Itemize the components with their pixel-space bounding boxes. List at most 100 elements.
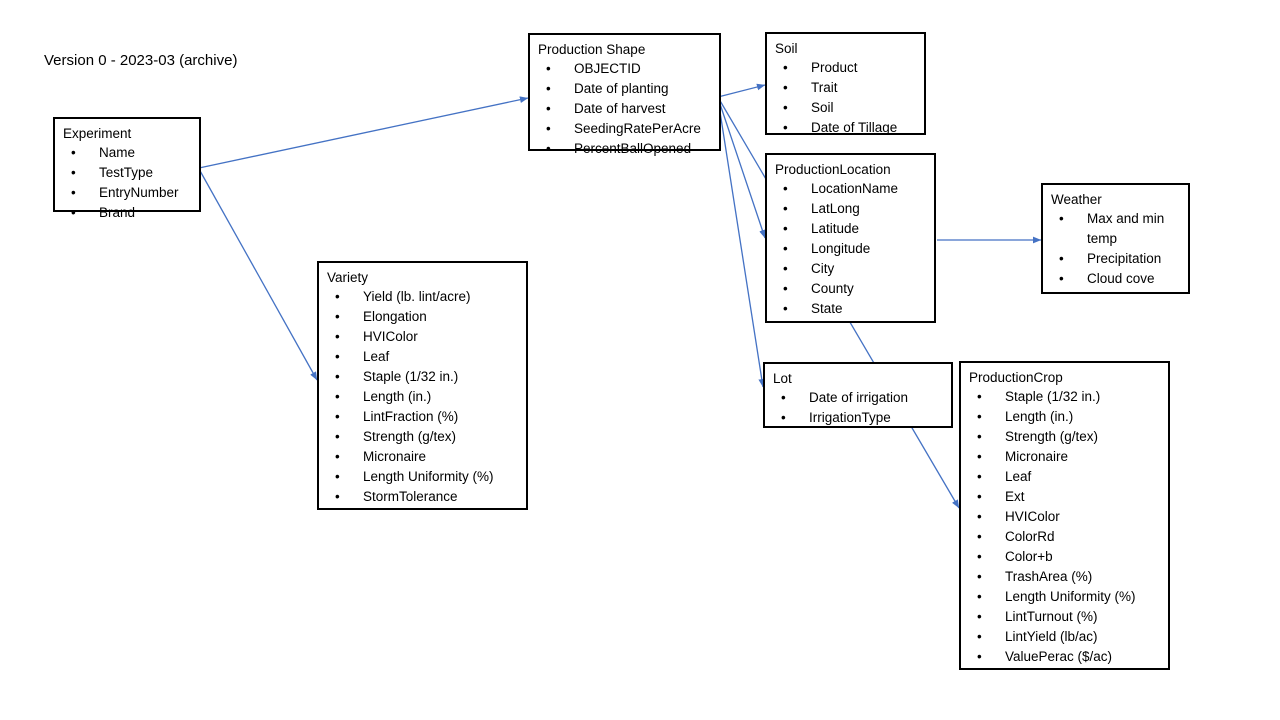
entity-field: • ColorRd (969, 527, 1162, 547)
field-label: Strength (g/tex) (1005, 429, 1099, 444)
bullet-icon: • (783, 201, 788, 216)
field-label: Trait (811, 80, 838, 95)
bullet-icon: • (71, 185, 76, 200)
field-label: Longitude (811, 241, 871, 256)
field-label: Date of planting (574, 81, 669, 96)
field-label: Leaf (363, 349, 390, 364)
field-label: Max and min temp (1087, 211, 1165, 246)
bullet-icon: • (546, 101, 551, 116)
field-label: Elongation (363, 309, 427, 324)
entity-field: •Leaf (327, 347, 520, 367)
field-label: City (811, 261, 835, 276)
entity-field: •TrashArea (%) (969, 567, 1162, 587)
entity-box-production-shape[interactable]: Production Shape •OBJECTID •Date of plan… (528, 33, 721, 156)
bullet-icon: • (335, 409, 340, 424)
field-label: OBJECTID (574, 61, 641, 76)
field-label: Product (811, 60, 858, 75)
bullet-icon: • (546, 121, 551, 136)
entity-field: •TestType (63, 163, 193, 183)
field-label: ColorRd (1005, 529, 1055, 544)
entity-box-production-location[interactable]: ProductionLocation •LocationName • LatLon… (765, 153, 936, 323)
field-label: TestType (99, 165, 154, 180)
bullet-icon: • (977, 629, 982, 644)
field-label: Brand (99, 205, 136, 220)
entity-field: • EntryNumber (63, 183, 193, 203)
field-label: Leaf (1005, 469, 1032, 484)
bullet-icon: • (783, 261, 788, 276)
entity-field-list: •Max and min temp •Precipitation •Cloud … (1051, 209, 1182, 289)
field-label: Length Uniformity (%) (1005, 589, 1136, 604)
entity-field: • LintFraction (%) (327, 407, 520, 427)
bullet-icon: • (977, 509, 982, 524)
bullet-icon: • (546, 141, 551, 156)
entity-field: •Elongation (327, 307, 520, 327)
entity-field: •Precipitation (1051, 249, 1182, 269)
bullet-icon: • (977, 389, 982, 404)
bullet-icon: • (781, 390, 786, 405)
field-label: Strength (g/tex) (363, 429, 457, 444)
entity-title: ProductionLocation (775, 162, 891, 177)
field-label: Length (in.) (363, 389, 432, 404)
entity-title: Experiment (63, 126, 132, 141)
field-label: IrrigationType (809, 410, 891, 425)
entity-field-list: • OBJECTID • Date of planting •Date of har… (538, 59, 713, 159)
bullet-icon: • (977, 529, 982, 544)
entity-field: • PercentBallOpened (538, 139, 713, 159)
entity-field-list: •Name •TestType • EntryNumber • Brand (63, 143, 193, 223)
entity-field: •Yield (lb. lint/acre) (327, 287, 520, 307)
entity-field: •Length (in.) (969, 407, 1162, 427)
field-label: Color+b (1005, 549, 1053, 564)
connector-production-shape-to-production-location (717, 97, 766, 239)
field-label: PercentBallOpened (574, 141, 692, 156)
field-label: LintTurnout (%) (1005, 609, 1098, 624)
bullet-icon: • (977, 469, 982, 484)
entity-field: •Micronaire (969, 447, 1162, 467)
bullet-icon: • (335, 469, 340, 484)
entity-box-lot[interactable]: Lot •Date of irrigation •IrrigationType (763, 362, 953, 428)
bullet-icon: • (977, 649, 982, 664)
bullet-icon: • (781, 410, 786, 425)
field-label: ValuePerac ($/ac) (1005, 649, 1113, 664)
field-label: Ext (1005, 489, 1025, 504)
entity-field-list: •LocationName •LatLong •Latitude •Longit… (775, 179, 928, 319)
entity-box-weather[interactable]: Weather •Max and min temp •Precipitation… (1041, 183, 1190, 294)
field-label: EntryNumber (99, 185, 179, 200)
field-label: Length Uniformity (%) (363, 469, 494, 484)
entity-field-list: •Product •Trait •Soil •Date of Tillage (775, 58, 918, 138)
entity-field: • ValuePerac ($/ac) (969, 647, 1162, 667)
entity-field: •Longitude (775, 239, 928, 259)
bullet-icon: • (783, 120, 788, 135)
bullet-icon: • (783, 221, 788, 236)
bullet-icon: • (977, 569, 982, 584)
bullet-icon: • (977, 409, 982, 424)
page-title: Version 0 - 2023-03 (archive) (44, 52, 238, 69)
bullet-icon: • (71, 145, 76, 160)
entity-field: • Length Uniformity (%) (327, 467, 520, 487)
entity-field: •HVIColor (969, 507, 1162, 527)
entity-field: •Name (63, 143, 193, 163)
bullet-icon: • (335, 489, 340, 504)
entity-box-experiment[interactable]: Experiment •Name •TestType • EntryNumber … (53, 117, 201, 220)
entity-field: •Product (775, 58, 918, 78)
field-label: Yield (lb. lint/acre) (363, 289, 471, 304)
entity-box-variety[interactable]: Variety •Yield (lb. lint/acre) •Elongati… (317, 261, 528, 510)
bullet-icon: • (977, 549, 982, 564)
entity-field: •Date of harvest (538, 99, 713, 119)
entity-box-production-crop[interactable]: ProductionCrop •Staple (1/32 in.) •Lengt… (959, 361, 1170, 670)
connector-experiment-to-variety (198, 168, 318, 381)
bullet-icon: • (977, 609, 982, 624)
bullet-icon: • (783, 181, 788, 196)
bullet-icon: • (977, 449, 982, 464)
field-label: State (811, 301, 843, 316)
field-label: Staple (1/32 in.) (1005, 389, 1101, 404)
entity-title: Variety (327, 270, 369, 285)
bullet-icon: • (977, 489, 982, 504)
field-label: Cloud cove (1087, 271, 1155, 286)
entity-field: •State (775, 299, 928, 319)
entity-box-soil[interactable]: Soil •Product •Trait •Soil •Date of Till… (765, 32, 926, 135)
field-label: LatLong (811, 201, 860, 216)
field-label: LintFraction (%) (363, 409, 459, 424)
bullet-icon: • (783, 80, 788, 95)
connector-production-shape-to-soil (717, 83, 766, 98)
entity-field: •LocationName (775, 179, 928, 199)
